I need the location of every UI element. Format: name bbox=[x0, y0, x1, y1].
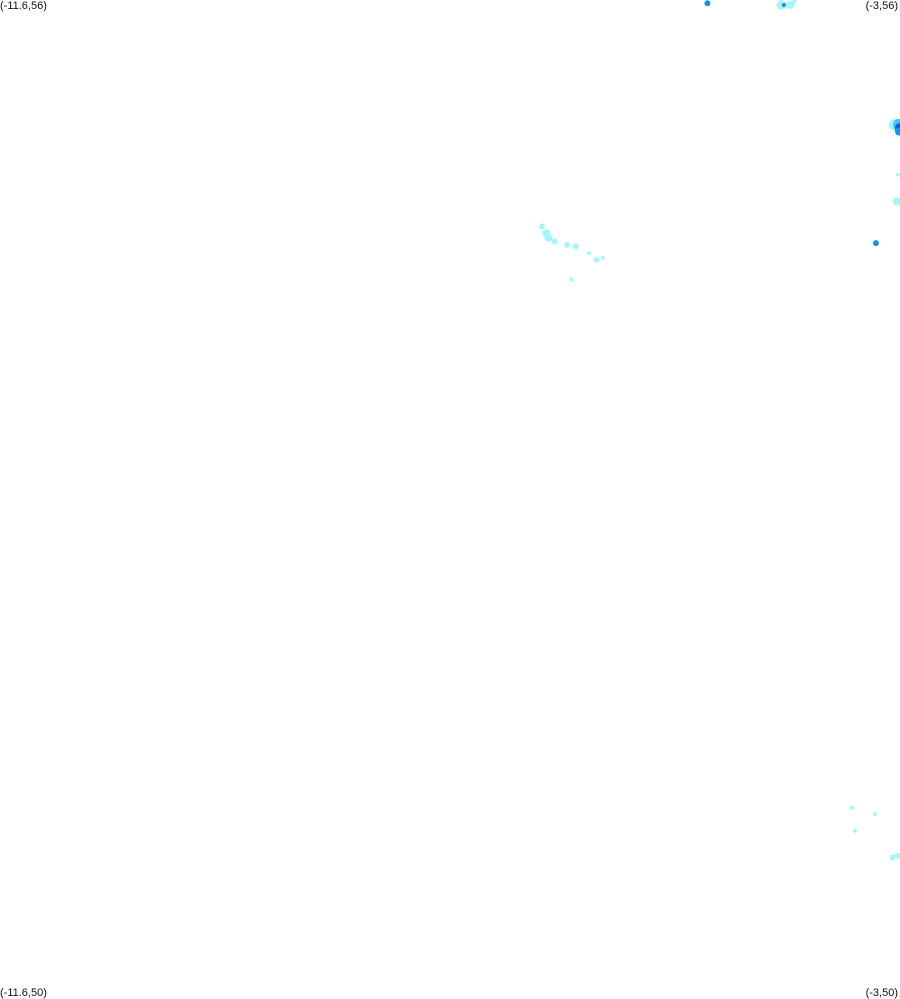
density-point-11 bbox=[872, 240, 879, 247]
corner-label-bottom-left: (-11.6,50) bbox=[0, 987, 47, 999]
density-points-layer bbox=[539, 0, 900, 861]
density-point-18 bbox=[587, 251, 592, 256]
density-point-10 bbox=[892, 197, 900, 206]
density-point-23 bbox=[872, 812, 877, 817]
density-point-22 bbox=[849, 805, 854, 810]
density-point-12 bbox=[539, 223, 546, 230]
corner-label-top-left: (-11.6,56) bbox=[0, 0, 47, 12]
density-point-15 bbox=[551, 238, 558, 245]
density-point-21 bbox=[569, 277, 574, 282]
density-point-20 bbox=[600, 256, 605, 261]
density-point-19 bbox=[593, 256, 600, 263]
density-point-26 bbox=[894, 852, 900, 859]
density-point-17 bbox=[572, 243, 579, 250]
corner-label-top-right: (-3,56) bbox=[865, 0, 898, 12]
density-point-0 bbox=[704, 0, 711, 7]
density-point-8 bbox=[895, 127, 900, 136]
density-point-4 bbox=[792, 0, 797, 4]
density-point-14 bbox=[544, 234, 553, 243]
density-point-16 bbox=[564, 241, 571, 248]
density-point-2 bbox=[786, 1, 795, 9]
density-point-24 bbox=[853, 828, 857, 833]
density-point-1 bbox=[776, 0, 787, 10]
density-point-9 bbox=[895, 172, 900, 177]
density-point-3 bbox=[781, 3, 786, 7]
corner-label-bottom-right: (-3,50) bbox=[865, 987, 898, 999]
density-point-25 bbox=[889, 854, 896, 861]
